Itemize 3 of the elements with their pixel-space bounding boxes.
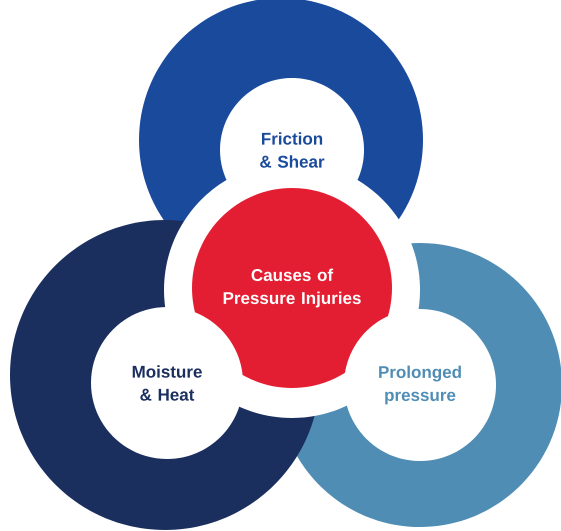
circle-node: Prolonged pressure <box>344 309 496 461</box>
node-label: Friction & Shear <box>260 132 324 168</box>
circle-node: Moisture & Heat <box>91 307 243 459</box>
